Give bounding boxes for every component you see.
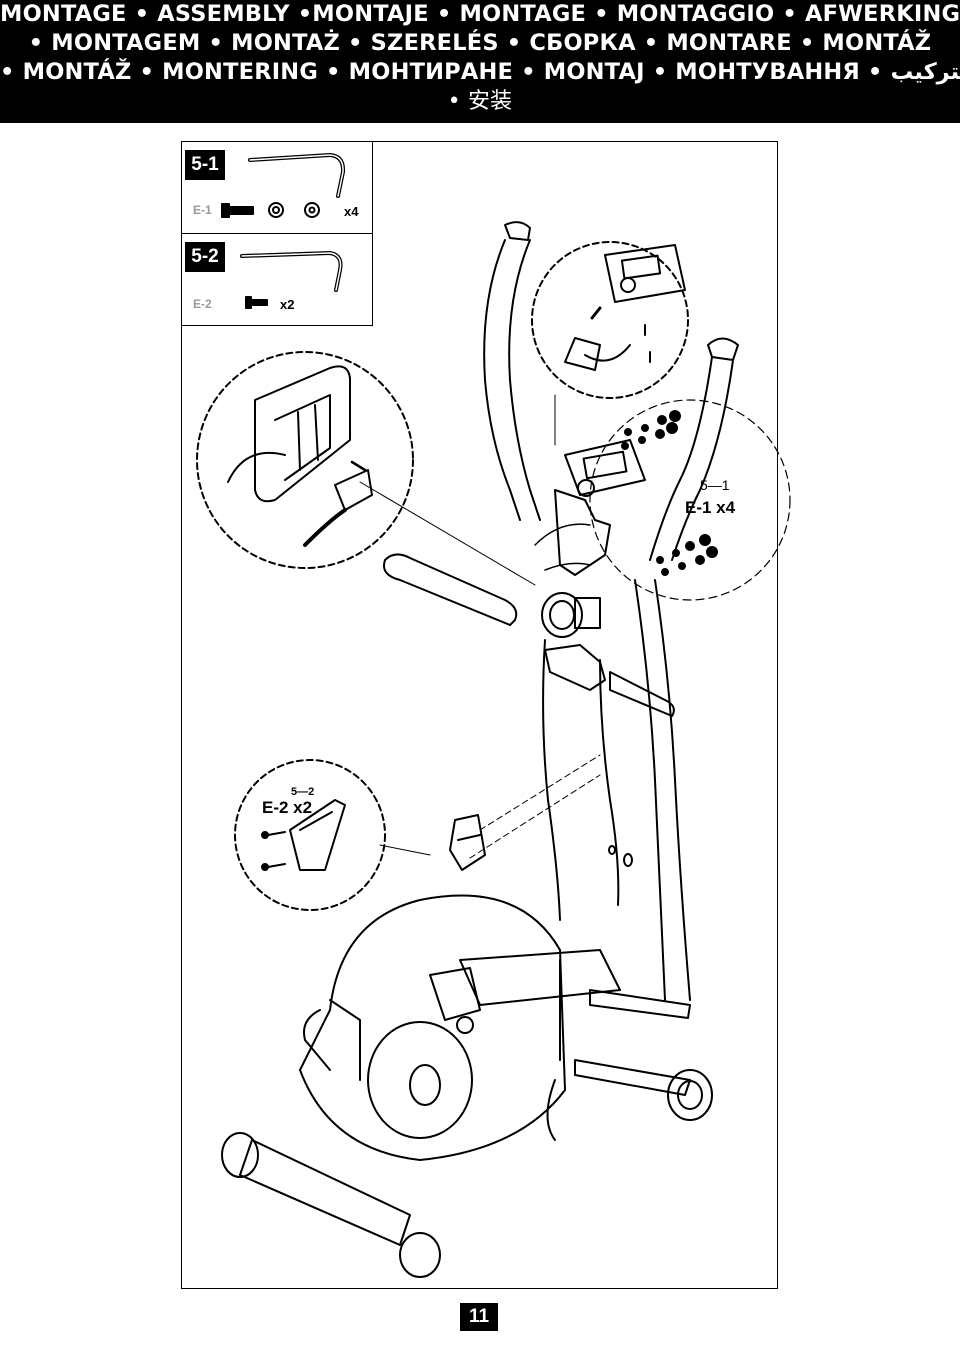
callout-5-1-parts: E-1 x4 [685,498,736,517]
main-mast [542,639,633,921]
left-handlebar [483,221,541,521]
flat-washer-icon [304,202,320,218]
computer-detail-callout [531,241,689,399]
step-5-2-tag: 5-2 [185,242,225,272]
plug-connector-icon [334,469,373,511]
right-arm [654,579,691,1001]
allen-key-icon [248,153,346,198]
screw-icon [245,296,268,309]
callout-5-2-parts: E-2 x2 [262,798,313,817]
callout-5-2-step: 5—2 [291,786,315,798]
title-line-4: • 安装 [447,89,513,114]
callout-5-1-step: 5—1 [700,477,730,493]
bolt-detail-callout [589,399,791,601]
tension-knob-icon [541,592,601,638]
title-line-3: • MONTÁŽ • MONTERING • МОНТИРАНЕ • MONTA… [0,59,960,85]
allen-key-icon [240,251,343,292]
title-line-2: • MONTAGEM • MONTAŻ • SZERELÉS • СБОРКА … [28,30,932,56]
spring-washer-icon [268,202,284,218]
page-number: 11 [460,1303,498,1331]
cable-bundle [303,508,347,547]
sensor-wire [227,451,286,483]
pedal-crank [429,949,691,1034]
flywheel-housing [299,894,566,1161]
cable-connection-callout [196,351,414,569]
step-5-1-tag: 5-1 [185,150,225,180]
console-icon [604,244,686,303]
sensor-cable [584,344,631,362]
part-e1-label: E-1 [193,203,212,217]
bottle-holder-icon [449,814,486,871]
part-e1-quantity: x4 [344,204,359,219]
bottle-holder-icon [289,799,346,871]
multilingual-title-banner: MONTAGE • ASSEMBLY •MONTAJE • MONTAGE • … [0,0,960,123]
arrow-icon [590,306,602,320]
console-icon [554,439,646,576]
inset-divider [181,233,373,234]
illustration-frame [181,141,778,1289]
bolt-icon [221,203,254,218]
console-bracket-icon [564,337,601,371]
front-handle-grip [383,553,675,717]
front-stabilizer [574,1059,713,1121]
screw-icon [261,831,286,839]
title-line-1: MONTAGE • ASSEMBLY •MONTAJE • MONTAGE • … [0,1,960,27]
bolt-set-icon [621,410,718,576]
right-handlebar [649,337,739,561]
rear-stabilizer [221,1132,441,1278]
screw-icon [261,863,286,871]
part-e2-quantity: x2 [280,297,295,312]
part-e2-label: E-2 [193,297,212,311]
insert-arrow-icon [350,460,367,472]
console-back-icon [254,365,351,503]
bottle-holder-callout [234,759,386,911]
